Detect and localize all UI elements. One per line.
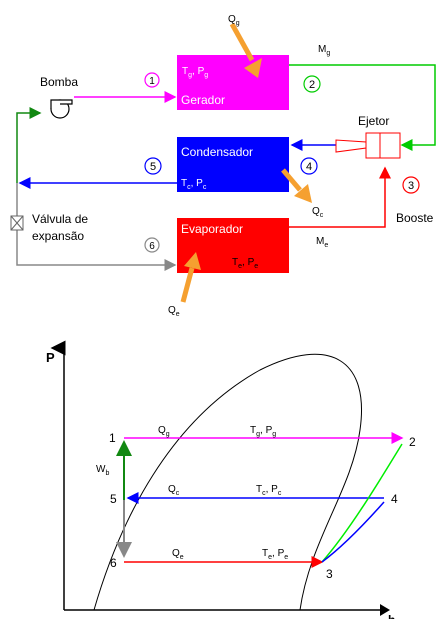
evaporador-label: Evaporador: [181, 222, 243, 236]
saturation-dome: [93, 353, 362, 611]
condensador-box: [177, 137, 289, 192]
x-axis-label: h: [388, 613, 395, 619]
qg-label: Qg: [228, 14, 240, 27]
svg-text:5: 5: [150, 161, 156, 173]
pipe-gerador-ejetor: [289, 64, 436, 151]
ph-tc-label: Tc, Pc: [256, 484, 282, 497]
ph-qc-label: Qc: [168, 484, 180, 497]
gerador-label: Gerador: [181, 93, 225, 107]
ph-point-1: 1: [109, 431, 116, 445]
ph-point-5: 5: [110, 492, 117, 506]
cycle-schematic: Tg, Pg Gerador Condensador Tc, Pc Evapor…: [10, 14, 436, 318]
ph-diagram: P h 1 2 3 4 5 6 Qg Tg, Pg Wb Qc Tc, Pc Q…: [46, 340, 416, 619]
ph-te-label: Te, Pe: [262, 548, 288, 561]
qg-arrowhead: [244, 58, 262, 78]
valve-label-line1: Válvula de: [32, 212, 88, 226]
pump-icon: [50, 99, 73, 119]
ph-point-2: 2: [409, 435, 416, 449]
condensador-t-label: Tc, Pc: [181, 178, 207, 191]
expansion-valve-icon: [10, 215, 24, 231]
ph-qe-label: Qe: [172, 548, 184, 561]
x-axis-arrowhead: [380, 604, 390, 616]
svg-text:1: 1: [149, 76, 155, 87]
valve-label-line2: expansão: [32, 229, 84, 243]
qg-arrow: [229, 22, 255, 62]
ejector-icon: [335, 132, 401, 159]
ph-point-3: 3: [326, 567, 333, 581]
svg-text:3: 3: [408, 180, 414, 192]
ph-qg-label: Qg: [158, 425, 170, 438]
gerador-t-label: Tg, Pg: [182, 66, 208, 79]
me-label: Me: [316, 236, 328, 249]
booster-label: Booste: [396, 211, 434, 225]
gerador-box: [177, 55, 289, 110]
state-point-5: 5: [144, 157, 162, 175]
y-axis-label: P: [46, 350, 55, 365]
pipe-valve-evaporador: [16, 230, 177, 271]
qe-arrowhead: [184, 252, 201, 270]
curve-3-2: [321, 443, 403, 563]
qc-arrowhead: [294, 184, 312, 203]
state-point-4: 4: [300, 157, 318, 175]
svg-text:6: 6: [149, 241, 155, 252]
svg-text:2: 2: [309, 79, 315, 91]
curve-3-4: [321, 501, 385, 563]
ph-wb-label: Wb: [96, 464, 109, 477]
pump-label: Bomba: [40, 75, 78, 89]
qc-label: Qc: [312, 206, 324, 219]
ejector-label: Ejetor: [358, 114, 389, 128]
pipe-evaporador-ejetor: [289, 166, 391, 228]
state-point-3: 3: [402, 176, 420, 194]
ph-tg-label: Tg, Pg: [250, 425, 276, 438]
ph-point-6: 6: [110, 556, 117, 570]
svg-text:4: 4: [306, 161, 312, 173]
qc-arrow: [281, 168, 302, 192]
pipe-to-pump: [16, 107, 42, 183]
qe-label: Qe: [168, 305, 180, 318]
mg-label: Mg: [318, 44, 330, 57]
qe-arrow: [180, 267, 195, 303]
condensador-label: Condensador: [181, 145, 253, 159]
state-point-6: 6: [144, 237, 160, 253]
evaporador-t-label: Te, Pe: [232, 257, 258, 270]
state-point-1: 1: [144, 72, 160, 88]
ph-point-4: 4: [391, 492, 398, 506]
state-point-2: 2: [303, 75, 321, 93]
